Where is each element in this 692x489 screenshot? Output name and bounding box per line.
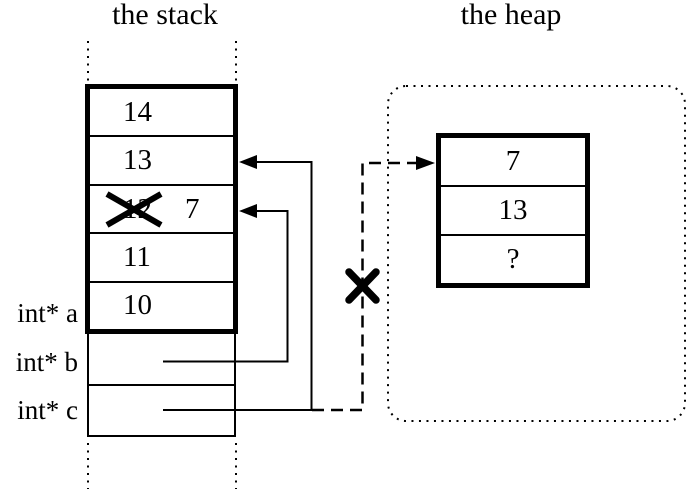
stack-cell-overwritten: 12 7 [90,183,233,232]
stack-cell-10: 10 [90,280,233,329]
heap-cell-value: 7 [505,145,521,177]
stack-cell-value: 10 [123,289,152,322]
heap-box: 7 13 ? [436,133,590,288]
pointer-cell-b [89,334,234,386]
dangling-pointer-arrow [312,156,435,412]
stack-pointer-cells [87,334,236,437]
heap-cell-value: ? [506,243,520,275]
label-int-c: int* c [17,394,78,425]
stack-cell-14: 14 [90,89,233,135]
label-int-b: int* b [15,346,78,377]
stack-cell-13: 13 [90,135,233,183]
stack-cell-value: 11 [123,240,151,273]
arrowhead-icon [416,156,435,170]
label-int-a: int* a [17,297,78,328]
old-value: 12 [123,192,152,225]
arrowhead-icon [239,204,257,218]
heap-cell-value: 13 [498,194,528,226]
heap-cell-13: 13 [441,185,585,234]
stack-title: the stack [112,0,218,31]
heap-title: the heap [460,0,562,31]
stack-cell-11: 11 [90,232,233,280]
pointer-cell-c [89,386,234,436]
stack-cell-value: 13 [123,144,152,177]
heap-cell-7: 7 [441,138,585,185]
heap-cell-unknown: ? [441,234,585,283]
stack-cell-value: 14 [123,95,152,128]
stack-box: 14 13 12 7 11 10 [85,84,238,334]
x-marker-icon [345,268,380,304]
arrowhead-icon [239,155,257,169]
new-value: 7 [185,192,200,225]
